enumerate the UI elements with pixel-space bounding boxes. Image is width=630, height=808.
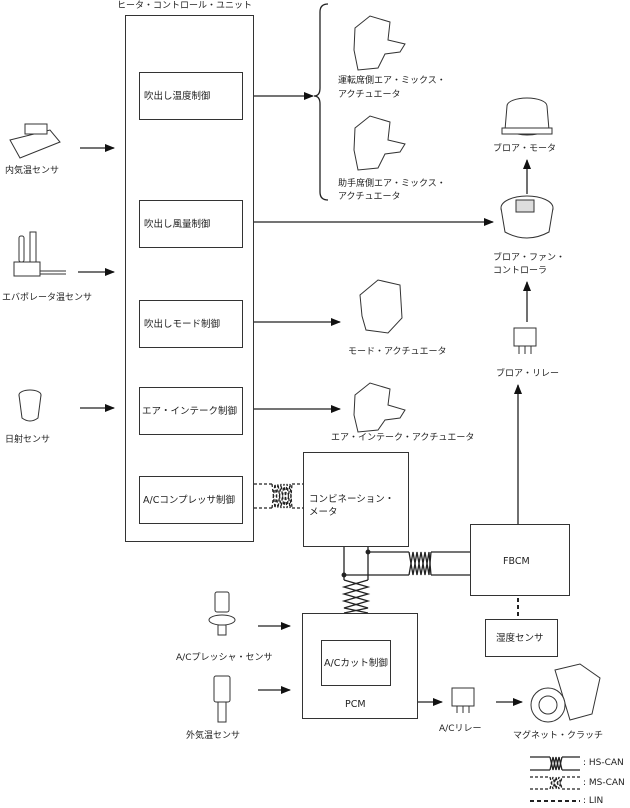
pcm-label: PCM (345, 699, 366, 710)
blower-motor-label: ブロア・モータ (493, 144, 557, 154)
legend-ms-can: : MS-CAN (583, 778, 625, 788)
air-intake-actuator-icon (353, 382, 406, 433)
heater-control-unit-title: ヒータ・コントロール・ユニット (117, 1, 253, 11)
ac-relay-icon (451, 687, 475, 713)
ac-pressure-sensor-icon (208, 591, 236, 636)
ac-cut-control-label: A/Cカット制御 (324, 658, 388, 669)
control-outlet-mode-label: 吹出しモード制御 (144, 319, 221, 330)
combination-meter-label-1: コンビネーション・ (309, 494, 395, 505)
ac-cut-control: A/Cカット制御 (321, 640, 391, 686)
blower-fan-controller-icon (500, 195, 554, 239)
cabin-temp-sensor-label: 内気温センサ (5, 166, 60, 176)
solar-sensor-icon (18, 389, 42, 422)
legend-symbols (530, 756, 580, 802)
blower-fan-controller-label-2: コントローラ (493, 266, 548, 276)
evaporator-temp-sensor-label: エバポレータ温センサ (2, 293, 93, 303)
passenger-air-mix-actuator-icon (353, 115, 406, 171)
control-air-intake: エア・インテーク制御 (139, 387, 243, 435)
ac-relay-label: A/Cリレー (439, 724, 482, 734)
humidity-sensor-label: 湿度センサ (496, 633, 544, 644)
hs-can-link (341, 546, 470, 614)
evaporator-sensor-icon (13, 231, 66, 277)
blower-fan-controller-label-1: ブロア・ファン・ (493, 253, 566, 263)
control-outlet-temp: 吹出し温度制御 (139, 72, 243, 120)
ambient-temp-sensor-icon (213, 675, 231, 723)
magnetic-clutch-label: マグネット・クラッチ (513, 731, 604, 741)
blower-motor-icon (501, 97, 553, 136)
combination-meter: コンビネーション・ メータ (303, 452, 409, 547)
control-ac-compressor: A/Cコンプレッサ制御 (139, 476, 243, 524)
humidity-sensor: 湿度センサ (485, 619, 558, 657)
legend-hs-can: : HS-CAN (583, 758, 624, 768)
driver-air-mix-label-1: 運転席側エア・ミックス・ (338, 76, 446, 86)
control-air-intake-label: エア・インテーク制御 (142, 406, 238, 417)
control-ac-compressor-label: A/Cコンプレッサ制御 (143, 495, 236, 506)
mode-actuator-label: モード・アクチュエータ (348, 347, 447, 357)
passenger-air-mix-label-2: アクチュエータ (338, 192, 401, 202)
ac-pressure-sensor-label: A/Cプレッシャ・センサ (176, 653, 273, 663)
passenger-air-mix-label-1: 助手席側エア・ミックス・ (338, 179, 446, 189)
control-outlet-temp-label: 吹出し温度制御 (144, 91, 211, 102)
pcm: A/Cカット制御 PCM (302, 613, 418, 719)
air-intake-actuator-label: エア・インテーク・アクチュエータ (331, 433, 475, 443)
driver-air-mix-label-2: アクチュエータ (338, 90, 401, 100)
brace (313, 3, 329, 201)
combination-meter-label-2: メータ (309, 507, 338, 518)
ms-can-link (254, 483, 303, 509)
control-outlet-mode: 吹出しモード制御 (139, 300, 243, 348)
fbcm: FBCM (470, 524, 570, 596)
cabin-temp-sensor-icon (9, 123, 61, 159)
blower-relay-label: ブロア・リレー (496, 369, 560, 379)
fbcm-label: FBCM (503, 556, 530, 567)
control-fan-volume-label: 吹出し風量制御 (144, 219, 211, 230)
legend-lin: : LIN (583, 796, 604, 806)
blower-relay-icon (513, 327, 537, 354)
magnetic-clutch-icon (530, 663, 601, 723)
ambient-temp-sensor-label: 外気温センサ (186, 731, 241, 741)
driver-air-mix-actuator-icon (353, 15, 406, 71)
mode-actuator-icon (359, 279, 403, 334)
control-fan-volume: 吹出し風量制御 (139, 200, 243, 248)
solar-sensor-label: 日射センサ (5, 435, 51, 445)
